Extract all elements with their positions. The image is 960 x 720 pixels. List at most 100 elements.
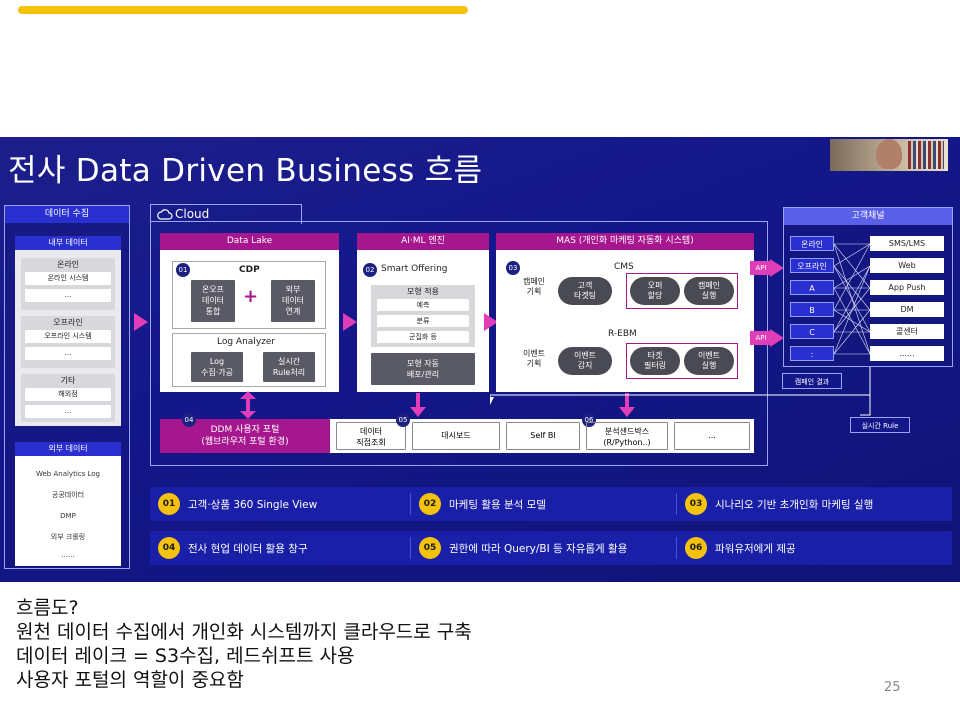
target-filter: 타겟 필터링 <box>630 347 680 375</box>
benefit-05: 05 권한에 따라 Query/BI 등 자유롭게 활용 <box>410 537 676 559</box>
aiml-panel: AI·ML 엔진 02 Smart Offering 모형 적용 예측 분류 군… <box>357 233 489 392</box>
benefits-row-2: 04 전사 현업 데이터 활용 창구 05 권한에 따라 Query/BI 등 … <box>150 531 952 565</box>
slide-title: 전사 Data Driven Business 흐름 <box>8 153 483 189</box>
arrow-to-cloud <box>134 313 148 331</box>
datalake-panel: Data Lake 01 CDP 온오프 데이터 통합 + 외부 데이터 연계 … <box>160 233 339 392</box>
aiml-header: AI·ML 엔진 <box>357 233 489 250</box>
arrow-to-aiml <box>343 313 357 331</box>
event-detect: 이벤트 감지 <box>558 347 612 375</box>
etc-more: ... <box>25 405 111 418</box>
benefit-03-num: 03 <box>685 493 707 515</box>
online-more: ... <box>25 289 111 302</box>
internal-header: 내부 데이터 <box>15 236 121 250</box>
benefit-06: 06 파워유저에게 제공 <box>676 537 946 559</box>
external-data-box: 외부 데이터 Web Analytics Log 공공데이터 DMP 외부 크롤… <box>15 442 121 566</box>
vertical-arrows <box>240 391 635 419</box>
cms-exec-frame <box>626 273 738 309</box>
ext-more: ...... <box>61 551 75 559</box>
notes-line-2: 원천 데이터 수집에서 개인화 시스템까지 클라우드로 구축 <box>16 621 472 643</box>
speaker-notes: 흐름도? 원천 데이터 수집에서 개인화 시스템까지 클라우드로 구축 데이터 … <box>16 596 472 692</box>
event-plan: 이벤트 기획 <box>522 349 546 368</box>
overseas-store: 해외점 <box>25 388 111 401</box>
model-deploy: 모형 자동 배포/관리 <box>371 353 475 385</box>
cdp-title: CDP <box>239 265 260 275</box>
online-label: 온라인 <box>56 260 80 269</box>
event-exec: 이벤트 실행 <box>684 347 734 375</box>
channels-panel: 고객채널 온라인 오프라인 A B C : SMS/LMS Web App Pu… <box>783 207 953 367</box>
ext-dmp: DMP <box>60 512 76 520</box>
ext-crawling: 외부 크롤링 <box>50 533 86 541</box>
online-group: 온라인 온라인 시스템 ... <box>21 258 115 310</box>
smart-offering-title: Smart Offering <box>381 264 448 274</box>
badge-05: 05 <box>396 413 410 427</box>
badge-01: 01 <box>176 263 190 277</box>
cloud-label: Cloud <box>175 207 210 221</box>
collection-panel: 데이터 수집 내부 데이터 온라인 온라인 시스템 ... 오프라인 오프라인 … <box>4 205 130 569</box>
rebm-title: R-EBM <box>608 329 637 339</box>
badge-02: 02 <box>363 263 377 277</box>
realtime-rule-label: 실시간 Rule <box>850 417 910 433</box>
benefit-06-num: 06 <box>685 537 707 559</box>
external-link: 외부 데이터 연계 <box>271 280 315 322</box>
etc-label: 기타 <box>60 376 76 385</box>
badge-03: 03 <box>506 261 520 275</box>
ch-left-c: C <box>790 324 834 339</box>
cloud-tab: Cloud <box>150 204 302 224</box>
webcam-thumbnail <box>830 139 948 171</box>
offline-more: ... <box>25 347 111 360</box>
classify-item: 분류 <box>377 315 469 327</box>
collection-header: 데이터 수집 <box>5 206 129 223</box>
customer-targeting: 고객 타겟팅 <box>558 277 612 305</box>
log-collect: Log 수집·가공 <box>191 352 243 382</box>
datalake-header: Data Lake <box>160 233 339 250</box>
badge-04: 04 <box>182 413 196 427</box>
etc-group: 기타 해외점 ... <box>21 374 115 422</box>
benefit-05-text: 권한에 따라 Query/BI 등 자유롭게 활용 <box>449 542 628 555</box>
page-number: 25 <box>884 680 901 695</box>
ext-public-data: 공공데이터 <box>51 491 85 499</box>
notes-line-3: 데이터 레이크 = S3수집, 레드쉬프트 사용 <box>16 645 355 667</box>
offline-group: 오프라인 오프라인 시스템 ... <box>21 316 115 368</box>
ch-web: Web <box>870 258 944 273</box>
ch-left-a: A <box>790 280 834 295</box>
ch-left-offline: 오프라인 <box>790 258 834 273</box>
notes-line-4: 사용자 포털의 역할이 중요함 <box>16 669 244 691</box>
arrow-to-mas <box>484 313 498 331</box>
offline-system: 오프라인 시스템 <box>25 330 111 343</box>
badge-06: 06 <box>582 413 596 427</box>
ch-left-online: 온라인 <box>790 236 834 251</box>
offer-assign: 오퍼 할당 <box>630 277 680 305</box>
predict-item: 예측 <box>377 299 469 311</box>
realtime-rule-process: 실시간 Rule처리 <box>263 352 315 382</box>
benefit-03: 03 시나리오 기반 초개인화 마케팅 실행 <box>676 493 946 515</box>
ch-left-more: : <box>790 346 834 361</box>
model-apply-label: 모형 적용 <box>407 287 439 296</box>
benefits-row-1: 01 고객·상품 360 Single View 02 마케팅 활용 분석 모델… <box>150 487 952 521</box>
offline-label: 오프라인 <box>53 318 83 327</box>
channels-header: 고객채널 <box>784 208 952 225</box>
benefit-04-num: 04 <box>158 537 180 559</box>
cdp-box: CDP 온오프 데이터 통합 + 외부 데이터 연계 <box>172 261 326 329</box>
notes-line-1: 흐름도? <box>16 597 79 619</box>
benefit-01-num: 01 <box>158 493 180 515</box>
plus-sign: + <box>243 286 259 307</box>
cms-title: CMS <box>614 262 634 272</box>
api-label-cms: API <box>750 261 772 275</box>
ch-dm: DM <box>870 302 944 317</box>
channel-mesh <box>834 243 870 355</box>
onoff-integration: 온오프 데이터 통합 <box>191 280 235 322</box>
benefit-04-text: 전사 현업 데이터 활용 창구 <box>188 542 308 555</box>
dashboard-item: 대시보드 <box>412 422 500 450</box>
campaign-result-label: 캠페인 결과 <box>782 373 842 389</box>
ch-sms: SMS/LMS <box>870 236 944 251</box>
internal-data-box: 내부 데이터 온라인 온라인 시스템 ... 오프라인 오프라인 시스템 ...… <box>15 236 121 426</box>
ddm-more: ... <box>674 422 750 450</box>
self-bi-item: Self BI <box>506 422 580 450</box>
ch-callcenter: 콜센터 <box>870 324 944 339</box>
benefit-04: 04 전사 현업 데이터 활용 창구 <box>150 537 410 559</box>
benefit-02-text: 마케팅 활용 분석 모델 <box>449 498 546 511</box>
mas-header: MAS (개인화 마케팅 자동화 시스템) <box>496 233 754 250</box>
rebm-exec-frame <box>626 343 738 379</box>
external-header: 외부 데이터 <box>15 442 121 456</box>
data-direct-query: 데이터 직접조회 <box>336 422 406 450</box>
